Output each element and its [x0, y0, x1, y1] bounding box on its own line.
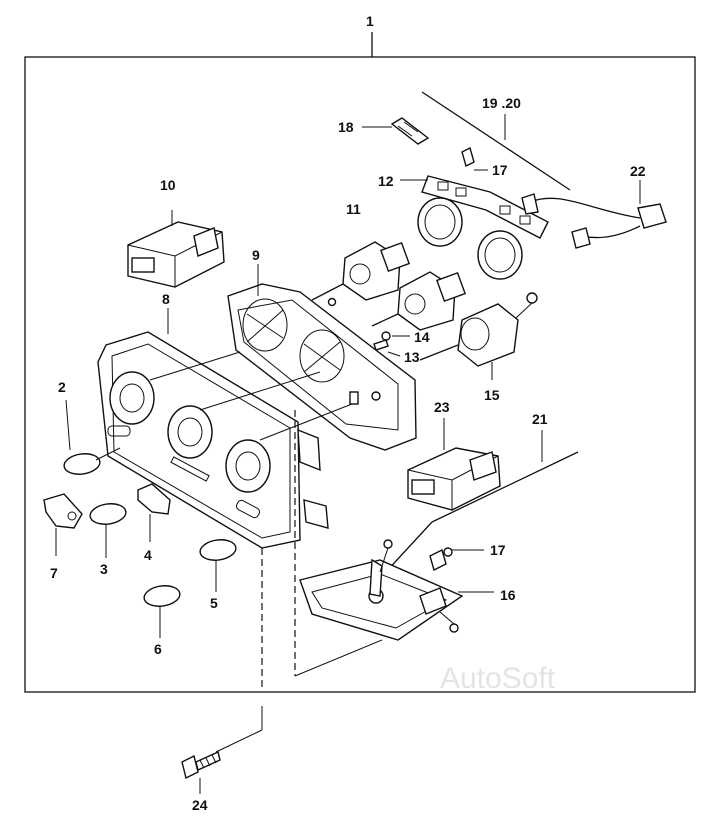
guide-line-knob-3 — [259, 403, 353, 441]
callout-15: 15 — [484, 387, 500, 403]
part-7-knob — [43, 493, 83, 556]
callout-14: 14 — [414, 329, 430, 345]
callout-5: 5 — [210, 595, 218, 611]
callout-9: 9 — [252, 247, 260, 263]
callout-17-upper: 17 — [492, 162, 508, 178]
callout-19-20: 19 .20 — [482, 95, 521, 111]
callout-7: 7 — [50, 565, 58, 581]
part-11-knob-upper — [311, 241, 410, 301]
part-5-knob-cap — [199, 539, 237, 592]
callout-13: 13 — [404, 349, 420, 365]
part-2-knob-cap — [63, 399, 121, 475]
part-14-screw — [381, 331, 410, 341]
assembly-guide-c — [294, 639, 383, 677]
part-22-harness — [521, 180, 667, 249]
guide-line-knob-2 — [199, 371, 321, 411]
part-3-knob-cap — [89, 503, 127, 558]
callout-24: 24 — [192, 797, 208, 813]
callout-18: 18 — [338, 119, 354, 135]
part-8-control-panel — [97, 308, 329, 549]
callout-16: 16 — [500, 587, 516, 603]
part-15-actuator — [419, 292, 538, 380]
part-23-connector — [407, 418, 501, 511]
part-13-screw — [373, 339, 401, 357]
part-12-rings — [417, 197, 523, 280]
callout-8: 8 — [162, 291, 170, 307]
callout-10: 10 — [160, 177, 176, 193]
part-17-lower-clip — [429, 547, 484, 572]
callout-21: 21 — [532, 411, 548, 427]
callout-1: 1 — [366, 13, 374, 29]
part-24-screw — [181, 706, 263, 794]
part-12-bracket — [400, 175, 549, 239]
callout-23: 23 — [434, 399, 450, 415]
part-18-clip — [362, 117, 430, 145]
assembly-frame — [24, 56, 696, 693]
part-17-upper-clip — [461, 146, 488, 171]
callout-3: 3 — [100, 561, 108, 577]
callout-6: 6 — [154, 641, 162, 657]
part-11-knob-lower — [371, 271, 466, 331]
part-9-bezel-frame — [227, 264, 417, 451]
callout-17-lower: 17 — [490, 542, 506, 558]
callout-11: 11 — [346, 201, 361, 217]
part-19-20-cable — [421, 91, 571, 191]
small-screw — [327, 297, 337, 307]
part-16-lever-plate — [299, 539, 494, 641]
callout-12: 12 — [378, 173, 394, 189]
callout-2: 2 — [58, 379, 66, 395]
part-10-switch — [127, 210, 225, 288]
part-4-slider-knob — [137, 483, 171, 542]
callout-22: 22 — [630, 163, 646, 179]
part-6-knob-cap — [143, 585, 181, 638]
guide-line-knob — [149, 351, 241, 381]
callout-4: 4 — [144, 547, 152, 563]
watermark: AutoSoft — [440, 662, 556, 695]
